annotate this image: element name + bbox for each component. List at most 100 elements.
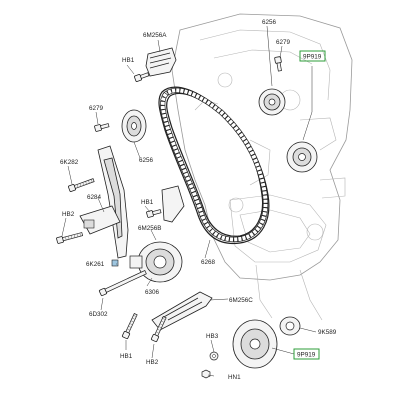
chain-link <box>163 121 170 127</box>
chain-link <box>224 115 232 123</box>
chain-link <box>159 105 166 110</box>
label-hb3: HB3 <box>206 333 219 340</box>
label-6k282: 6K282 <box>60 159 79 166</box>
label-6256-top: 6256 <box>262 19 277 26</box>
bolt-hb1-top <box>133 71 150 83</box>
chain-link <box>257 173 265 180</box>
label-9p919-bot: 9P919 <box>297 352 316 359</box>
chain-link <box>252 157 259 164</box>
label-hb1-bot: HB1 <box>120 353 133 360</box>
label-hn1: HN1 <box>228 374 241 381</box>
chain-link <box>256 169 264 176</box>
chain-link <box>229 236 234 243</box>
chain-link <box>162 116 169 123</box>
chain-link <box>173 148 180 155</box>
chain-link <box>221 112 229 120</box>
label-6306: 6306 <box>145 289 160 296</box>
chain-link <box>205 99 212 107</box>
chain-link <box>262 203 269 208</box>
chain-link <box>255 165 262 172</box>
chain-link <box>212 230 220 238</box>
chain-link <box>237 236 243 242</box>
chain-link <box>220 234 227 242</box>
chain-link <box>212 104 219 112</box>
chain-link <box>230 121 237 129</box>
chain-link <box>184 175 192 182</box>
chain-link <box>244 142 252 149</box>
chain-link <box>201 97 209 104</box>
chain-link <box>198 210 205 217</box>
chain-link <box>262 198 269 204</box>
chain-link <box>186 89 194 97</box>
chain-link <box>160 96 167 103</box>
chain-link <box>253 161 261 168</box>
chain-link <box>181 167 188 175</box>
chain-link <box>168 136 176 143</box>
chain-link <box>159 100 166 106</box>
chain-link <box>186 179 193 186</box>
chain-link <box>242 138 250 146</box>
label-6m256b: 6M256B <box>138 225 161 232</box>
chain-link <box>195 202 203 209</box>
chain-link <box>201 218 209 225</box>
leader-lines <box>61 25 317 377</box>
chain-link <box>232 124 240 132</box>
camshaft-sprocket-exhaust <box>286 141 318 173</box>
chain-link <box>248 231 255 239</box>
chain-link <box>179 87 185 94</box>
chain-link <box>244 233 252 241</box>
timing-chain <box>158 86 270 245</box>
label-hb2-left: HB2 <box>62 211 75 218</box>
chain-link <box>179 163 187 171</box>
chain-link <box>192 194 200 202</box>
highlight-box-9p919-bot <box>293 348 320 360</box>
chain-link <box>165 128 173 135</box>
chain-link <box>194 198 201 205</box>
label-hb1-mid: HB1 <box>141 199 154 206</box>
chain-link <box>248 149 256 157</box>
chain-link <box>233 236 239 243</box>
chain-link <box>208 101 216 109</box>
chain-link <box>166 88 173 96</box>
chain-link <box>170 87 177 94</box>
chain-link <box>259 177 266 184</box>
woodruff-key <box>111 259 119 267</box>
chain-link <box>261 190 268 196</box>
chain-link <box>209 228 216 235</box>
chain-link <box>235 128 243 136</box>
chain-link <box>261 211 268 217</box>
label-6256-mid: 6256 <box>139 157 154 164</box>
chain-link <box>161 112 168 119</box>
label-6279-top: 6279 <box>276 39 291 46</box>
chain-link <box>241 234 247 242</box>
chain-guide-middle <box>161 185 185 223</box>
label-9k589: 9K589 <box>318 329 337 336</box>
chain-link <box>161 91 169 99</box>
engine-block-outline <box>171 13 353 321</box>
chain-link <box>258 218 266 225</box>
crankshaft-sprocket <box>129 241 183 283</box>
part-labels: 6256 6279 9P919 6M256A HB1 6279 6K282 62… <box>60 19 337 381</box>
chain-link <box>160 108 167 115</box>
chain-link <box>170 140 177 147</box>
camshaft-sprocket-left <box>121 109 147 143</box>
label-hb2-bot: HB2 <box>146 359 159 366</box>
chain-link <box>171 144 179 151</box>
chain-link <box>175 87 181 94</box>
chain-link <box>199 214 207 221</box>
chain-link <box>206 225 214 232</box>
label-6268: 6268 <box>201 259 216 266</box>
bolt-hb1-mid <box>145 207 162 219</box>
highlight-box-9p919-top <box>299 50 326 62</box>
label-6m256c: 6M256C <box>229 297 253 304</box>
chain-link <box>190 91 198 98</box>
chain-link <box>164 124 171 131</box>
chain-link <box>260 186 268 192</box>
oil-pump-sprocket <box>232 319 278 369</box>
chain-link <box>218 109 226 117</box>
chain-link <box>203 221 211 229</box>
camshaft-sprocket-intake <box>258 88 286 116</box>
label-6279-left: 6279 <box>89 105 104 112</box>
